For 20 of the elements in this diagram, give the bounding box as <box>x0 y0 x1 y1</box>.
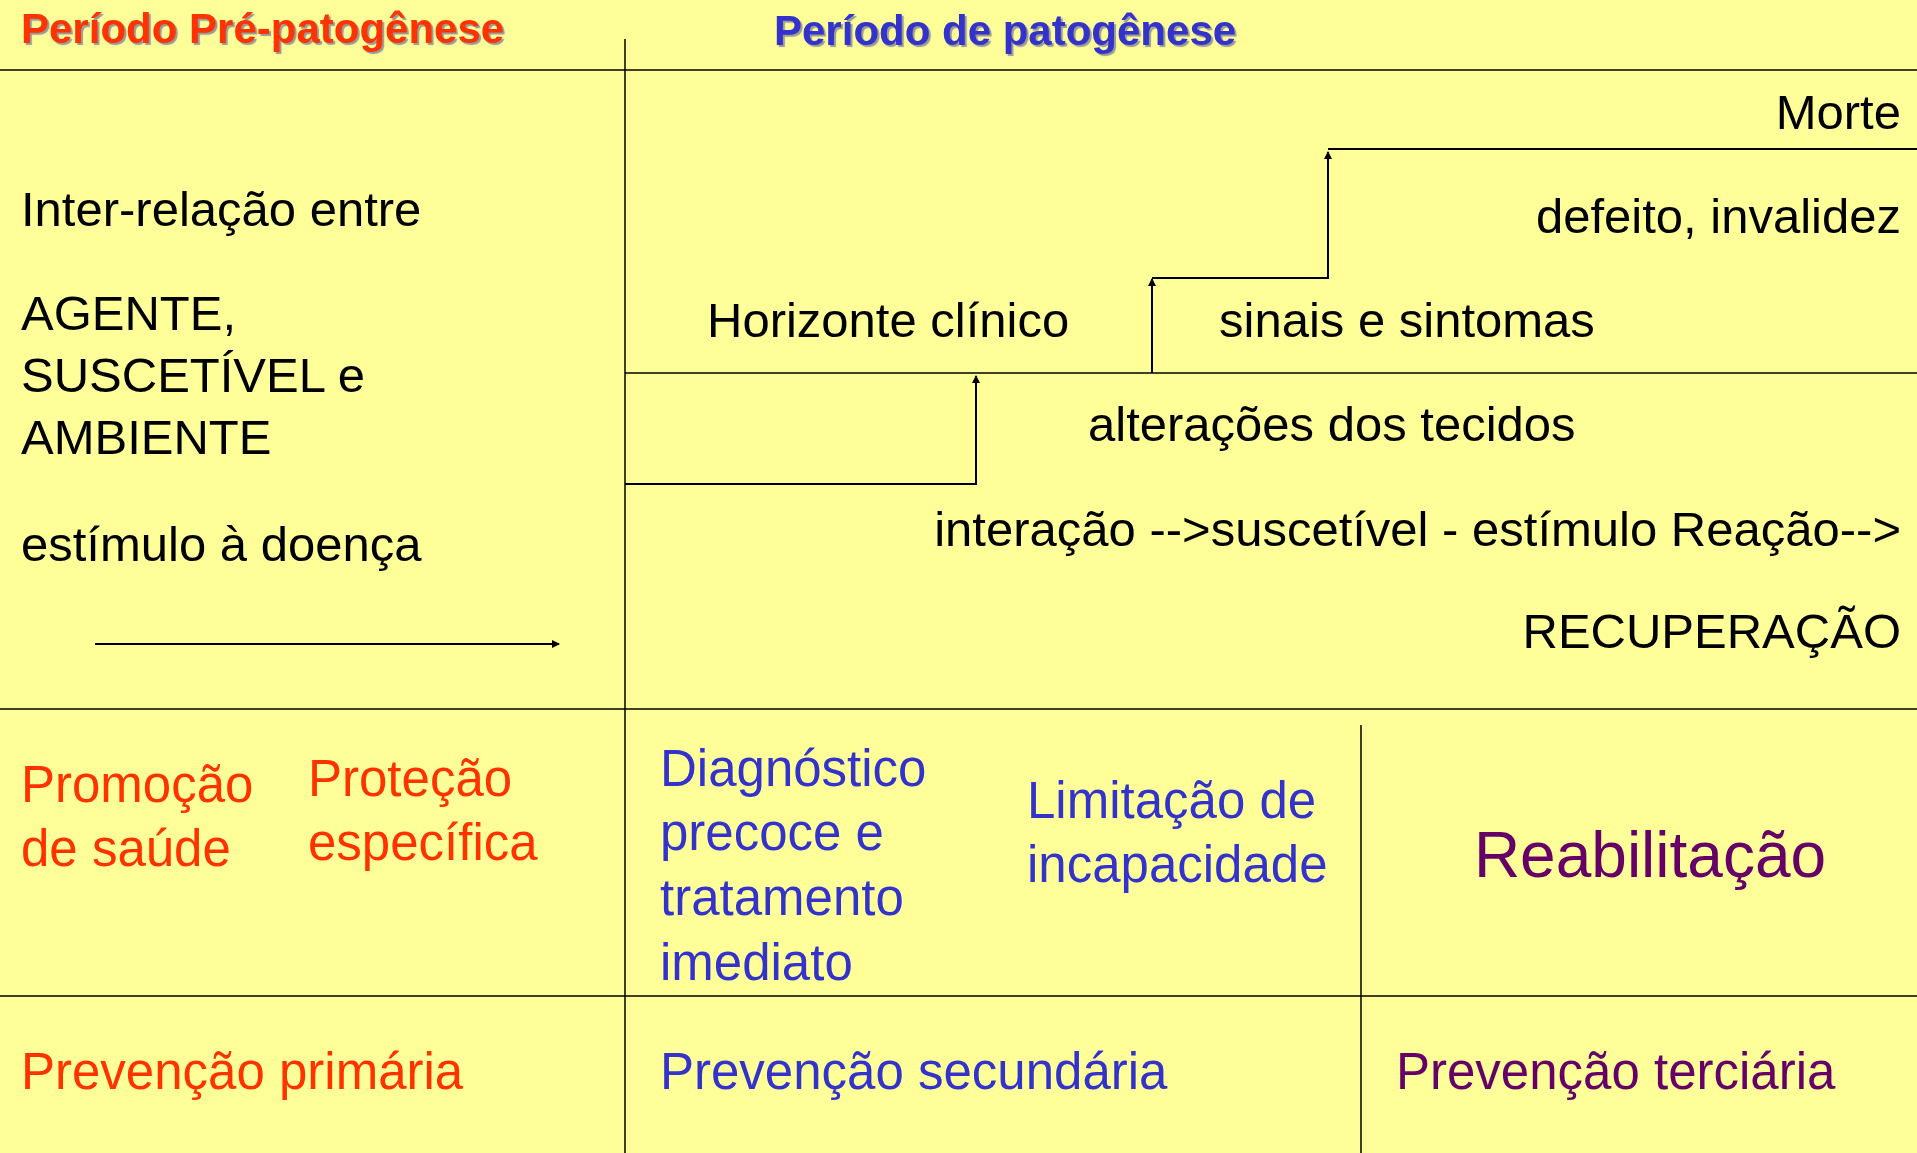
measure-text: Diagnóstico precoce e tratamento imediato <box>660 738 928 993</box>
stage-label: sinais e sintomas <box>1219 291 1595 349</box>
stage-label: Morte <box>1775 83 1901 141</box>
measure-text: Reabilitação <box>1473 818 1827 894</box>
body-text: Inter-relação entre <box>21 180 422 238</box>
body-text: estímulo à doença <box>21 515 422 573</box>
stage-label: RECUPERAÇÃO <box>1522 602 1901 660</box>
stage-label: interação -->suscetível - estímulo Reação--> <box>934 500 1901 558</box>
measure-text: Limitação de incapacidade <box>1027 770 1329 896</box>
body-text: AGENTE, SUSCETÍVEL e AMBIENTE <box>21 284 367 467</box>
prevention-level: Prevenção primária <box>21 1041 464 1102</box>
horizon-label: Horizonte clínico <box>707 291 1070 349</box>
measure-text: Proteção específica <box>308 748 539 874</box>
prevention-level: Prevenção terciária <box>1396 1041 1836 1102</box>
stage-label: defeito, invalidez <box>1536 187 1901 245</box>
column-heading: Período Pré-patogênese <box>21 4 505 55</box>
measure-text: Promoção de saúde <box>21 754 255 880</box>
prevention-level: Prevenção secundária <box>660 1041 1168 1102</box>
column-heading: Período de patogênese <box>774 6 1237 57</box>
stage-label: alterações dos tecidos <box>1088 395 1576 453</box>
